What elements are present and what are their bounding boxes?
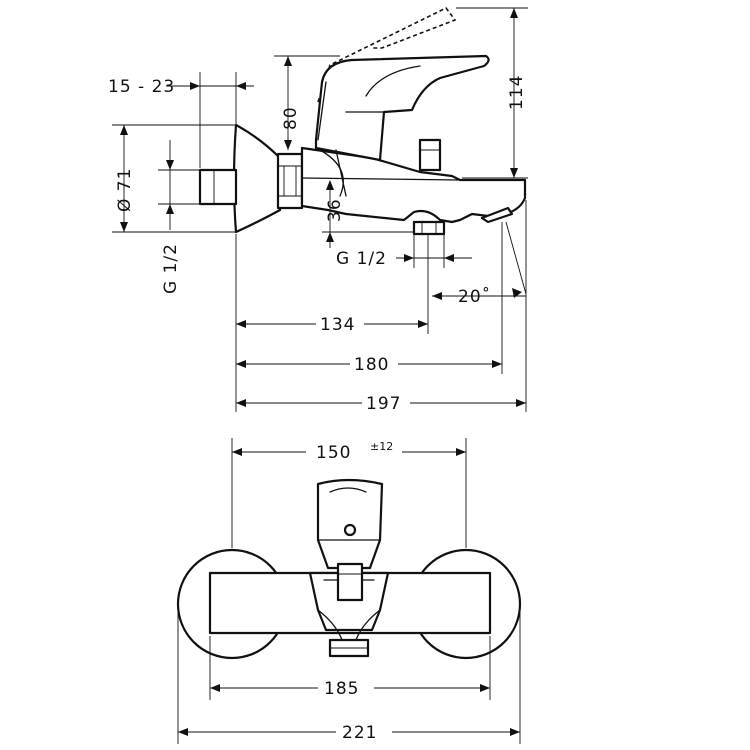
front-view: 150 ±12 185 221: [176, 434, 522, 744]
dim-150-tolerance: ±12: [370, 440, 393, 453]
dim-134: 134: [320, 315, 355, 335]
dim-height-114: 114: [507, 75, 527, 110]
handle-raised-outline: [317, 6, 457, 103]
diverter-knob: [418, 138, 442, 172]
dim-thread-wall: G 1/2: [161, 243, 181, 294]
mixer-handle: [314, 54, 490, 162]
wall-pipe: [198, 168, 238, 206]
dim-150: 150: [316, 443, 351, 463]
dim-thread-outlet: G 1/2: [336, 249, 387, 269]
wall-escutcheon: [232, 123, 282, 234]
dim-diameter: Ø 71: [115, 168, 135, 212]
dim-height-80: 80: [281, 106, 301, 130]
dim-221: 221: [342, 723, 377, 743]
dim-wall-gap: 15 - 23: [108, 77, 175, 97]
dim-197: 197: [366, 394, 401, 414]
dim-185: 185: [324, 679, 359, 699]
diverter-knob-front: [336, 562, 364, 602]
mixer-body: [300, 146, 527, 224]
side-view: 15 - 23 Ø 71 G 1/2 80 114 36: [108, 6, 528, 414]
spout-aerator: [480, 206, 514, 224]
dim-angle: 20˚: [458, 286, 491, 307]
bath-outlet: [412, 220, 446, 236]
dim-180: 180: [354, 355, 389, 375]
dim-height-36: 36: [325, 198, 345, 222]
eccentric-nut: [276, 152, 304, 210]
